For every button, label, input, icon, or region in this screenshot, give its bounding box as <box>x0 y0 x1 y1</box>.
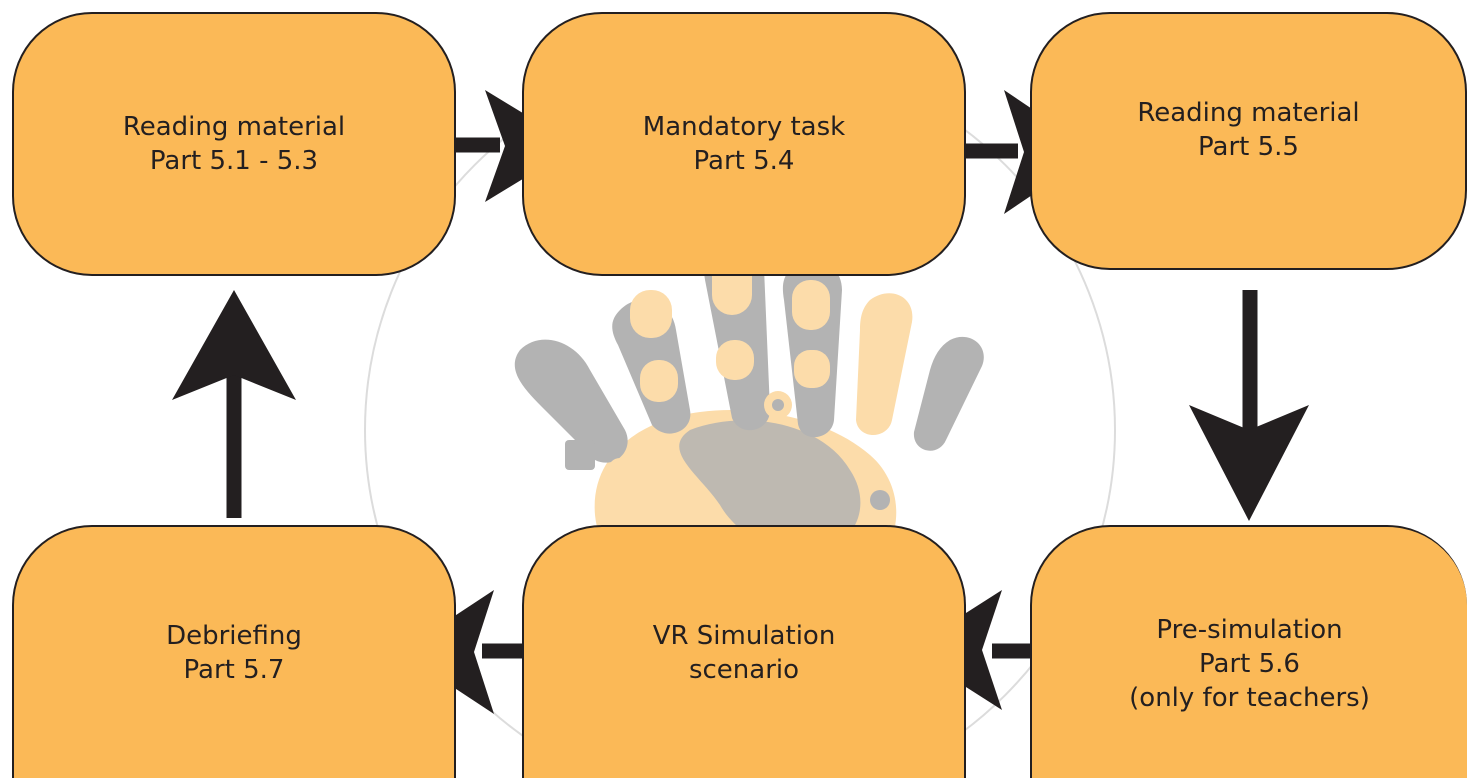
step-pre-simulation-5-6: Pre-simulation Part 5.6 (only for teache… <box>1030 525 1467 778</box>
step-label: VR Simulation scenario <box>653 619 836 687</box>
step-line: Mandatory task <box>642 112 846 142</box>
step-line: Part 5.1 - 5.3 <box>149 146 319 176</box>
step-line: Reading material <box>1137 98 1360 128</box>
step-reading-material-5-5: Reading material Part 5.5 <box>1030 12 1467 270</box>
step-line: Reading material <box>122 112 346 142</box>
step-line: Part 5.4 <box>693 146 795 176</box>
step-line: Part 5.6 <box>1199 648 1300 679</box>
step-debriefing-5-7: Debriefing Part 5.7 <box>12 525 456 778</box>
step-line: (only for teachers) <box>1129 682 1370 713</box>
step-line: Debriefing <box>166 620 302 651</box>
arrow-up <box>172 290 296 518</box>
step-vr-simulation-scenario: VR Simulation scenario <box>522 525 966 778</box>
step-label: Reading material Part 5.1 - 5.3 <box>123 110 345 178</box>
step-mandatory-task-5-4: Mandatory task Part 5.4 <box>522 12 966 276</box>
step-line: Part 5.5 <box>1198 132 1299 162</box>
step-label: Pre-simulation Part 5.6 (only for teache… <box>1129 613 1370 715</box>
step-line: Part 5.7 <box>183 654 285 685</box>
step-line: Pre-simulation <box>1156 614 1343 645</box>
step-reading-material-5-1-5-3: Reading material Part 5.1 - 5.3 <box>12 12 456 276</box>
step-line: VR Simulation <box>652 620 836 651</box>
step-label: Reading material Part 5.5 <box>1137 96 1359 164</box>
step-label: Mandatory task Part 5.4 <box>643 110 845 178</box>
step-line: scenario <box>688 654 800 685</box>
arrow-down <box>1189 290 1309 521</box>
step-label: Debriefing Part 5.7 <box>166 619 302 687</box>
